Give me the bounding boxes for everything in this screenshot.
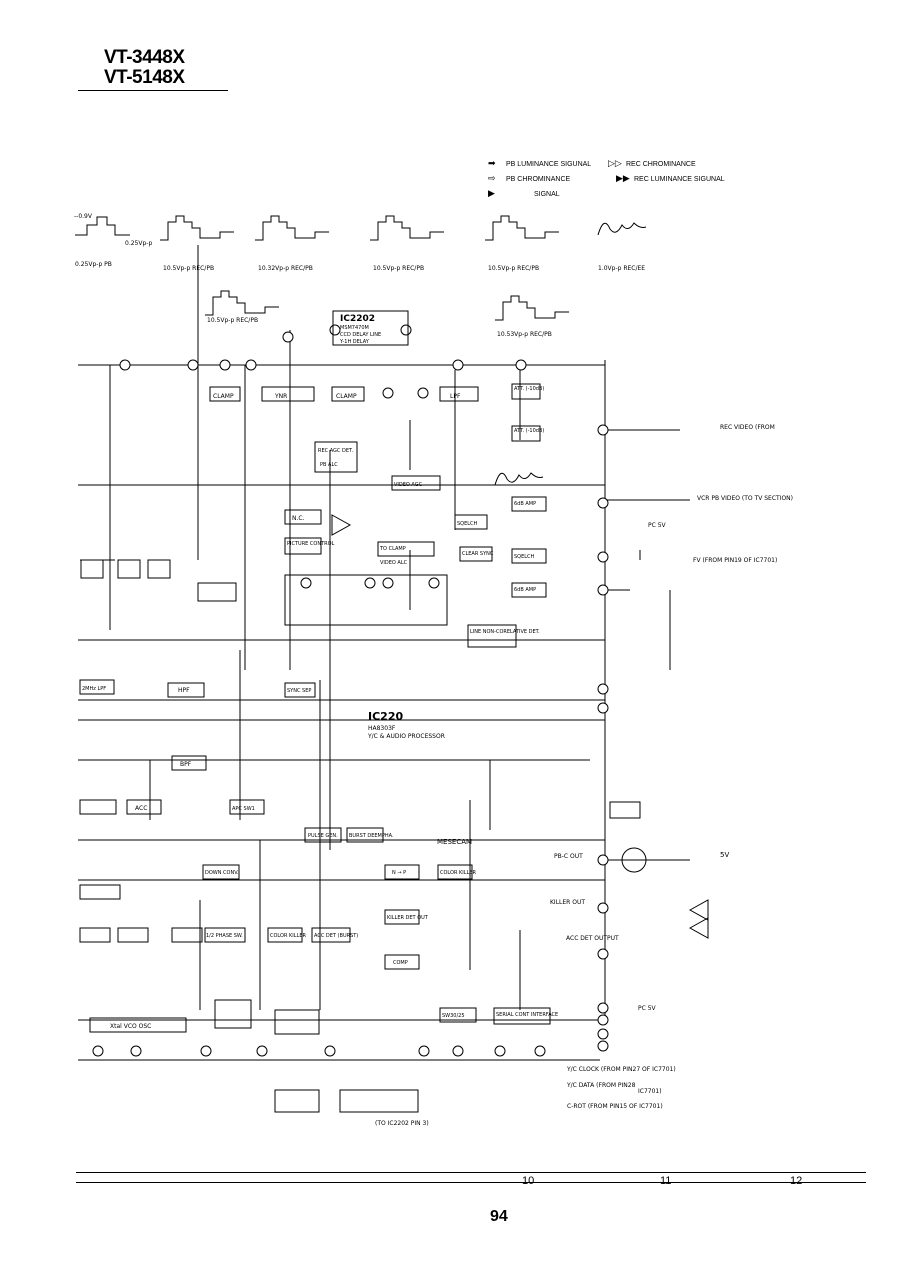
pb-alc-block: PB ALC: [320, 462, 338, 468]
model-header: VT-3448X VT-5148X: [104, 48, 234, 88]
model-name-2: VT-5148X: [104, 67, 185, 88]
waveform-label: 10.5Vp-p REC/PB: [488, 265, 539, 272]
column-number: 10: [522, 1175, 535, 1187]
waveform-label: 10.32Vp-p REC/PB: [258, 265, 313, 272]
nc-block: N.C.: [292, 515, 305, 522]
acc-det-output-label: ACC DET OUTPUT: [566, 935, 619, 942]
clamp-block: CLAMP: [336, 393, 357, 400]
hpf-block: HPF: [178, 687, 190, 694]
pbc-out-label: PB-C OUT: [554, 853, 583, 860]
burst-block: BURST DEEMPHA.: [349, 833, 394, 839]
ic220-label: IC220: [368, 710, 403, 723]
yc-clock-label: Y/C CLOCK (FROM PIN27 OF IC7701): [566, 1066, 676, 1073]
serial-interface-block: SERIAL CONT INTERFACE: [496, 1012, 558, 1018]
header-rule: [78, 90, 228, 91]
footer-rule: [76, 1182, 866, 1183]
pc5v-label: PC 5V: [648, 522, 667, 529]
sync-sep-block: SYNC SEP: [287, 688, 311, 694]
acc-block: ACC: [135, 805, 147, 812]
to-clamp-label: TO CLAMP: [379, 546, 406, 552]
legend-item: ▶SIGNAL: [488, 188, 560, 198]
att-block: ATT. (-10dB): [514, 386, 544, 392]
picture-control-block: PICTURE CONTROL: [287, 541, 335, 547]
bpf-block: BPF: [180, 761, 192, 768]
svg-text:--0.9V: --0.9V: [74, 213, 93, 220]
waveform-row: [75, 215, 647, 486]
rec-chrominance-icon: ▷▷: [608, 158, 622, 168]
waveform-label: 10.53Vp-p REC/PB: [497, 331, 552, 338]
pulse-gen-block: PULSE GEN.: [308, 833, 338, 839]
crot-label: C-ROT (FROM PIN15 OF IC7701): [567, 1103, 663, 1110]
ic7701-label: IC7701): [638, 1088, 662, 1095]
mesecam-label: MESECAM: [437, 838, 472, 846]
video-agc-block: VIDEO AGC: [394, 482, 423, 488]
svg-text:0.25Vp-p: 0.25Vp-p: [125, 240, 152, 247]
to-ic2202-label: (TO IC2202 PIN 3): [375, 1120, 429, 1127]
svg-text:Y/C & AUDIO PROCESSOR: Y/C & AUDIO PROCESSOR: [367, 733, 445, 740]
schematic-diagram: --0.9V 0.25Vp-p 0.25Vp-p PB 10.5Vp-p REC…: [74, 213, 793, 1127]
apc-block: APC SW1: [232, 806, 255, 812]
fv-label: FV (FROM PIN19 OF IC7701): [693, 557, 777, 564]
att-block: ATT. (-10dB): [514, 428, 544, 434]
pb-luminance-icon: ➡: [488, 158, 496, 168]
lpf-block: 2MHz LPF: [82, 686, 106, 692]
sqelch-block: SQELCH: [514, 554, 535, 560]
waveform-label: 10.5Vp-p REC/PB: [207, 317, 258, 324]
video-alc-block: VIDEO ALC: [380, 560, 408, 566]
pc5v-label: PC 5V: [638, 1005, 657, 1012]
killer-out-label: KILLER OUT: [550, 899, 585, 906]
svg-text:HA8303F: HA8303F: [368, 725, 396, 732]
lpf-block: LPF: [450, 393, 461, 400]
waveform-label: 10.5Vp-p REC/PB: [373, 265, 424, 272]
yc-data-label: Y/C DATA (FROM PIN28: [566, 1082, 636, 1089]
svg-text:MSM7470M: MSM7470M: [340, 325, 369, 331]
color-killer-block: COLOR KILLER: [270, 933, 307, 939]
rec-luminance-icon: ▶▶: [616, 173, 630, 183]
killer-det-block: KILLER DET OUT: [387, 915, 429, 921]
sqelch-block: SQELCH: [457, 521, 478, 527]
legend-item: ▷▷REC CHROMINANCE: [608, 158, 696, 168]
svg-text:Y-1H DELAY: Y-1H DELAY: [339, 339, 370, 345]
column-number: 11: [660, 1175, 672, 1187]
model-name-1: VT-3448X: [104, 47, 185, 68]
legend-item: ➡PB LUMINANCE SIGUNAL: [488, 158, 592, 168]
xtal-osc-block: Xtal VCO OSC: [110, 1023, 151, 1030]
waveform-label: 10.5Vp-p REC/PB: [163, 265, 214, 272]
sw30-block: SW30/25: [442, 1013, 465, 1019]
page-number: 94: [490, 1208, 508, 1225]
legend-item: ▶▶REC LUMINANCE SIGUNAL: [616, 173, 725, 183]
5v-label: 5V: [720, 851, 729, 859]
ynr-block: YNR: [274, 393, 287, 400]
amp-block: 6dB AMP: [514, 501, 536, 507]
n-to-p-block: N → P: [392, 870, 406, 876]
clamp-block: CLAMP: [213, 393, 234, 400]
waveform-label: 0.25Vp-p PB: [75, 261, 112, 268]
footer-rule: [76, 1172, 866, 1173]
color-killer-block: COLOR KILLER: [440, 870, 477, 876]
signal-icon: ▶: [488, 188, 495, 198]
pb-chrominance-icon: ⇨: [488, 173, 496, 183]
rec-video-label: REC VIDEO (FROM: [720, 424, 775, 431]
ic2202-label: IC2202: [340, 314, 375, 324]
acc-det-block: ACC DET (BURST): [314, 933, 358, 939]
down-conv-block: DOWN CONV.: [205, 870, 239, 876]
line-corr-block: LINE NON-CORELATIVE DET.: [470, 629, 540, 635]
legend-item: ⇨PB CHROMINANCE: [488, 173, 571, 183]
rec-agc-block: REC AGC DET.: [318, 448, 353, 454]
comp-block: COMP: [393, 960, 408, 966]
phase-sw-block: 1/2 PHASE SW.: [206, 933, 243, 939]
svg-text:CCD DELAY LINE: CCD DELAY LINE: [340, 332, 381, 338]
column-number: 12: [790, 1175, 803, 1187]
clear-sync-block: CLEAR SYNC: [462, 551, 494, 557]
amp-block: 6dB AMP: [514, 587, 536, 593]
vcr-pb-video-label: VCR PB VIDEO (TO TV SECTION): [697, 495, 793, 502]
waveform-label: 1.0Vp-p REC/EE: [598, 265, 645, 272]
